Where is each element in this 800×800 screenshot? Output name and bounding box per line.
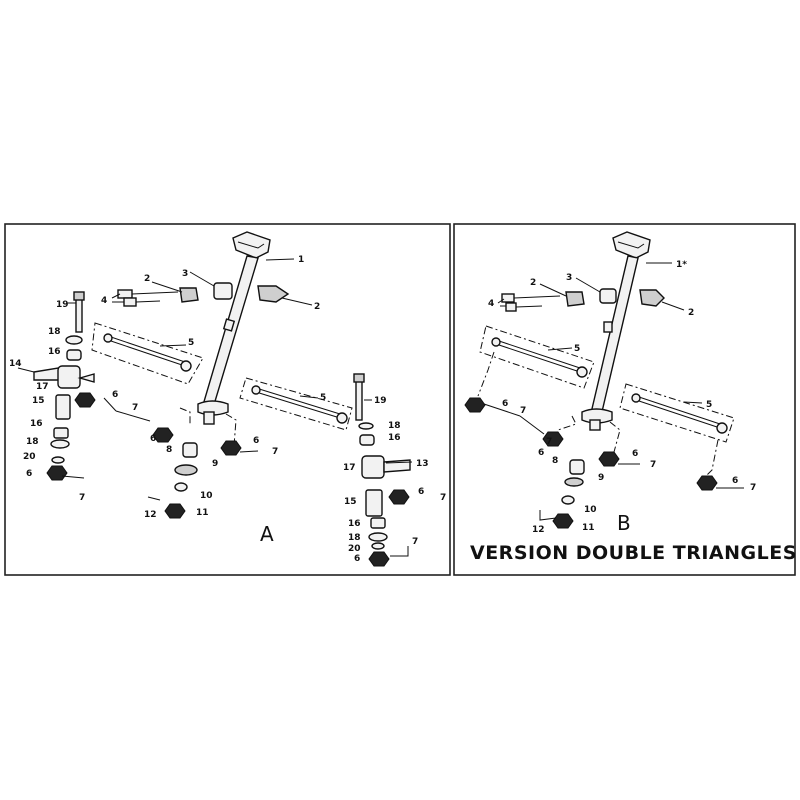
callout-12: 12 (532, 525, 545, 535)
callout-14: 14 (9, 359, 22, 369)
callout-18: 18 (26, 437, 39, 447)
center-pivot-part (464, 351, 744, 529)
callout-2: 2 (688, 308, 694, 318)
callout-10: 10 (200, 491, 213, 501)
callout-8: 8 (552, 456, 558, 466)
callout-7: 7 (272, 447, 278, 457)
callout-7: 7 (750, 483, 756, 493)
callout-6: 6 (502, 399, 508, 409)
callout-2: 2 (314, 302, 320, 312)
callout-19: 19 (374, 396, 387, 406)
callout-5: 5 (188, 338, 194, 348)
tie-rod-left-part (479, 325, 595, 389)
callout-16: 16 (30, 419, 43, 429)
callout-5: 5 (320, 393, 326, 403)
callout-1: 1 (298, 255, 304, 265)
callout-5: 5 (574, 344, 580, 354)
tie-rod-right-part (239, 377, 353, 431)
panel-a: 1 2 2 3 4 5 5 6 6 6 6 6 6 7 7 7 7 7 8 9 … (4, 223, 451, 576)
callout-6: 6 (26, 469, 32, 479)
callout-2: 2 (144, 274, 150, 284)
panel-b-frame (453, 223, 796, 576)
callout-6: 6 (150, 434, 156, 444)
callout-10: 10 (584, 505, 597, 515)
callout-5: 5 (706, 400, 712, 410)
callout-4: 4 (488, 299, 494, 309)
callout-17: 17 (343, 463, 356, 473)
panel-b: 1* 2 2 3 4 5 5 6 6 6 6 7 7 7 7 8 9 10 11… (453, 223, 797, 576)
upper-bolts-part (117, 282, 290, 307)
callout-17: 17 (36, 382, 49, 392)
callout-6: 6 (354, 554, 360, 564)
callout-20: 20 (23, 452, 36, 462)
center-pivot-part (74, 392, 259, 519)
steering-column-part (581, 231, 651, 431)
callout-1: 1* (676, 260, 687, 270)
callout-18: 18 (388, 421, 401, 431)
panel-b-subtitle: VERSION DOUBLE TRIANGLES (470, 542, 797, 564)
callout-7: 7 (440, 493, 446, 503)
callout-7: 7 (412, 537, 418, 547)
callout-18: 18 (48, 327, 61, 337)
callout-6: 6 (538, 448, 544, 458)
callout-6: 6 (418, 487, 424, 497)
callout-2: 2 (530, 278, 536, 288)
callout-6: 6 (632, 449, 638, 459)
callout-16: 16 (48, 347, 61, 357)
callout-3: 3 (566, 273, 572, 283)
panel-b-callouts: 1* 2 2 3 4 5 5 6 6 6 6 7 7 7 7 8 9 10 11… (488, 260, 756, 535)
callout-18: 18 (348, 533, 361, 543)
callout-7: 7 (132, 403, 138, 413)
callout-4: 4 (101, 296, 107, 306)
panel-a-frame (4, 223, 451, 576)
callout-20: 20 (348, 544, 361, 554)
callout-11: 11 (196, 508, 209, 518)
callout-6: 6 (253, 436, 259, 446)
upper-bolts-part (501, 288, 665, 312)
callout-13: 13 (416, 459, 429, 469)
left-spindle-part (33, 291, 95, 481)
panel-a-callouts: 1 2 2 3 4 5 5 6 6 6 6 6 6 7 7 7 7 7 8 9 … (9, 255, 446, 564)
callout-8: 8 (166, 445, 172, 455)
callout-15: 15 (32, 396, 45, 406)
callout-12: 12 (144, 510, 157, 520)
panel-b-leaders (497, 262, 703, 404)
steering-column-part (197, 231, 271, 425)
tie-rod-right-part (619, 383, 735, 443)
callout-9: 9 (598, 473, 604, 483)
callout-19: 19 (56, 300, 69, 310)
callout-6: 6 (732, 476, 738, 486)
panel-a-leaders (17, 258, 413, 464)
callout-16: 16 (388, 433, 401, 443)
callout-7: 7 (546, 437, 552, 447)
callout-6: 6 (112, 390, 118, 400)
callout-7: 7 (79, 493, 85, 503)
panel-a-label: A (260, 522, 274, 546)
panel-b-label: B (617, 511, 631, 535)
callout-9: 9 (212, 459, 218, 469)
callout-7: 7 (650, 460, 656, 470)
callout-15: 15 (344, 497, 357, 507)
right-spindle-part (353, 373, 411, 567)
callout-11: 11 (582, 523, 595, 533)
callout-3: 3 (182, 269, 188, 279)
tie-rod-left-part (91, 322, 204, 385)
callout-16: 16 (348, 519, 361, 529)
callout-7: 7 (520, 406, 526, 416)
